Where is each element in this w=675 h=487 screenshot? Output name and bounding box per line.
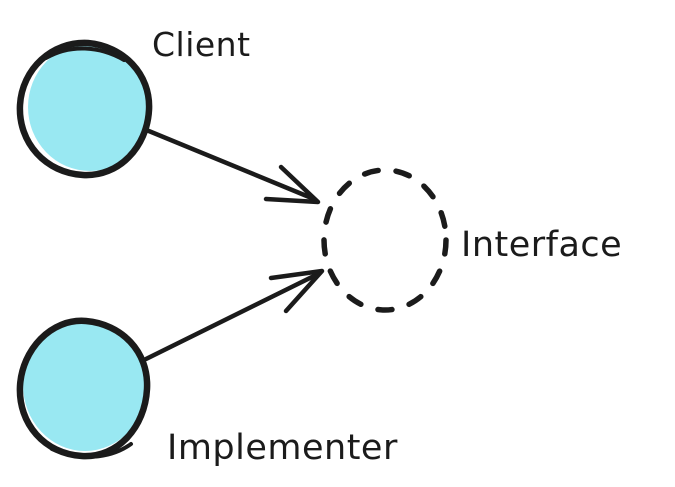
implementer-label: Implementer bbox=[167, 428, 398, 468]
client-label: Client bbox=[152, 25, 251, 64]
interface-node-outline bbox=[321, 167, 449, 313]
implementer-node bbox=[16, 317, 151, 460]
arrowhead-client-icon bbox=[263, 164, 321, 205]
edge-client-shaft bbox=[141, 126, 317, 202]
interface-node bbox=[321, 167, 449, 313]
client-node-outline bbox=[16, 39, 153, 179]
interface-label: Interface bbox=[461, 225, 622, 265]
client-node bbox=[16, 39, 153, 179]
edge-client-to-interface bbox=[141, 126, 321, 205]
edge-implementer-to-interface bbox=[143, 268, 325, 362]
implementer-node-sketch-line bbox=[50, 442, 133, 459]
edge-implementer-shaft bbox=[143, 271, 321, 362]
implementer-node-fill bbox=[23, 319, 147, 451]
arrowhead-implementer-icon bbox=[268, 268, 325, 314]
client-node-sketch-line bbox=[44, 46, 126, 62]
client-node-fill bbox=[28, 43, 152, 171]
